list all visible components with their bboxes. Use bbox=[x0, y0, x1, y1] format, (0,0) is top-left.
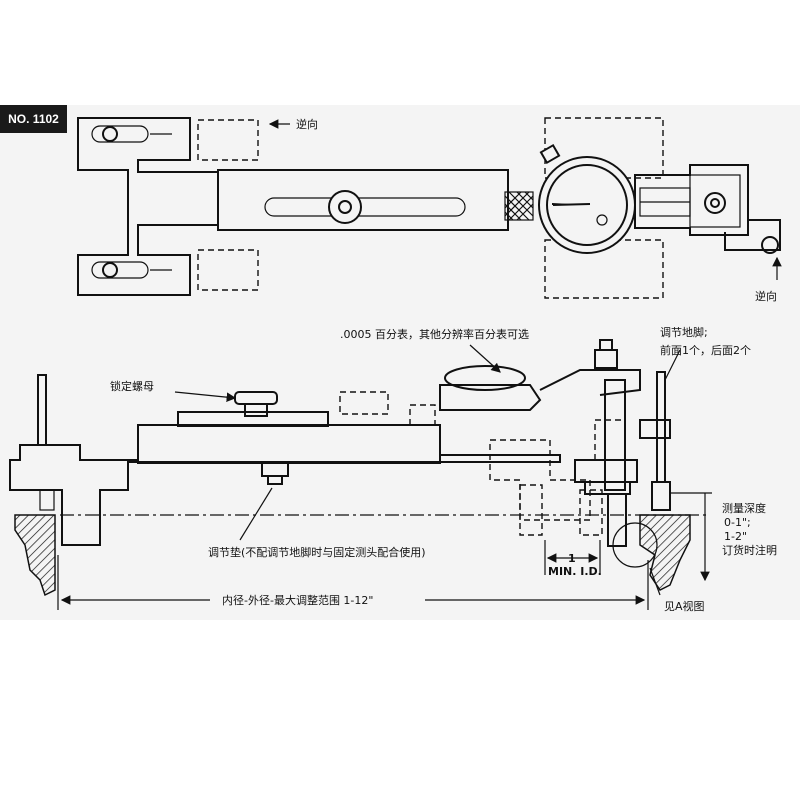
side-dashed-probe bbox=[489, 439, 591, 521]
side-right-foot-screw bbox=[656, 371, 666, 483]
top-knurl-block bbox=[504, 191, 534, 221]
top-screw-lower bbox=[102, 262, 118, 278]
side-view: 锁定螺母 .0005 百分表，其他分辨率百分表可选 调节地脚; 前面1个，后面2… bbox=[9, 325, 777, 613]
top-screw-upper bbox=[102, 126, 118, 142]
side-lock-nut bbox=[234, 391, 278, 405]
top-clamp-knob bbox=[328, 190, 362, 224]
label-min-id: MIN. I.D. bbox=[548, 565, 602, 578]
top-dashed-left-upper bbox=[197, 119, 259, 161]
side-dashed-knob bbox=[339, 391, 389, 415]
label-depth-1: 测量深度 bbox=[722, 501, 766, 515]
label-range: 内径-外径-最大调整范围 1-12" bbox=[222, 593, 373, 607]
side-dial-stem bbox=[594, 349, 618, 369]
label-indicator: .0005 百分表，其他分辨率百分表可选 bbox=[340, 327, 529, 341]
top-arm-slot bbox=[264, 197, 466, 217]
label-depth-3: 1-2" bbox=[724, 530, 747, 543]
top-probe-screw bbox=[704, 192, 726, 214]
top-view: 逆向 逆向 bbox=[77, 117, 782, 303]
top-dashed-right-upper bbox=[544, 117, 664, 179]
label-lock-nut: 锁定螺母 bbox=[110, 379, 154, 393]
side-hatch-left bbox=[14, 514, 56, 597]
label-reverse-right: 逆向 bbox=[755, 289, 777, 303]
label-view-a: 见A视图 bbox=[664, 599, 705, 613]
top-dashed-right-lower bbox=[544, 239, 664, 299]
label-adjust-foot-1: 调节地脚; bbox=[660, 325, 708, 339]
top-slot-upper bbox=[91, 125, 149, 143]
top-probe-head bbox=[634, 164, 749, 236]
side-main-arm bbox=[137, 424, 441, 464]
top-slot-lower bbox=[91, 261, 149, 279]
side-hatch-right bbox=[639, 514, 691, 591]
side-left-base bbox=[9, 444, 129, 546]
label-depth-2: 0-1"; bbox=[724, 516, 751, 529]
label-adjust-foot-2: 前面1个，后面2个 bbox=[660, 343, 751, 357]
side-right-foot bbox=[651, 481, 671, 511]
label-adjust-pad: 调节垫(不配调节地脚时与固定测头配合使用) bbox=[208, 545, 426, 559]
model-number-badge: NO. 1102 bbox=[0, 105, 67, 133]
top-dashed-left-lower bbox=[197, 249, 259, 291]
side-adjust-pad bbox=[261, 461, 289, 477]
side-left-post bbox=[37, 374, 47, 446]
top-base-frame bbox=[77, 117, 219, 296]
top-arm-body bbox=[217, 169, 509, 231]
label-depth-4: 订货时注明 bbox=[722, 543, 777, 557]
label-reverse-top: 逆向 bbox=[296, 117, 318, 131]
side-dial-indicator bbox=[439, 384, 542, 411]
label-min-id-value: 1 bbox=[568, 552, 576, 565]
